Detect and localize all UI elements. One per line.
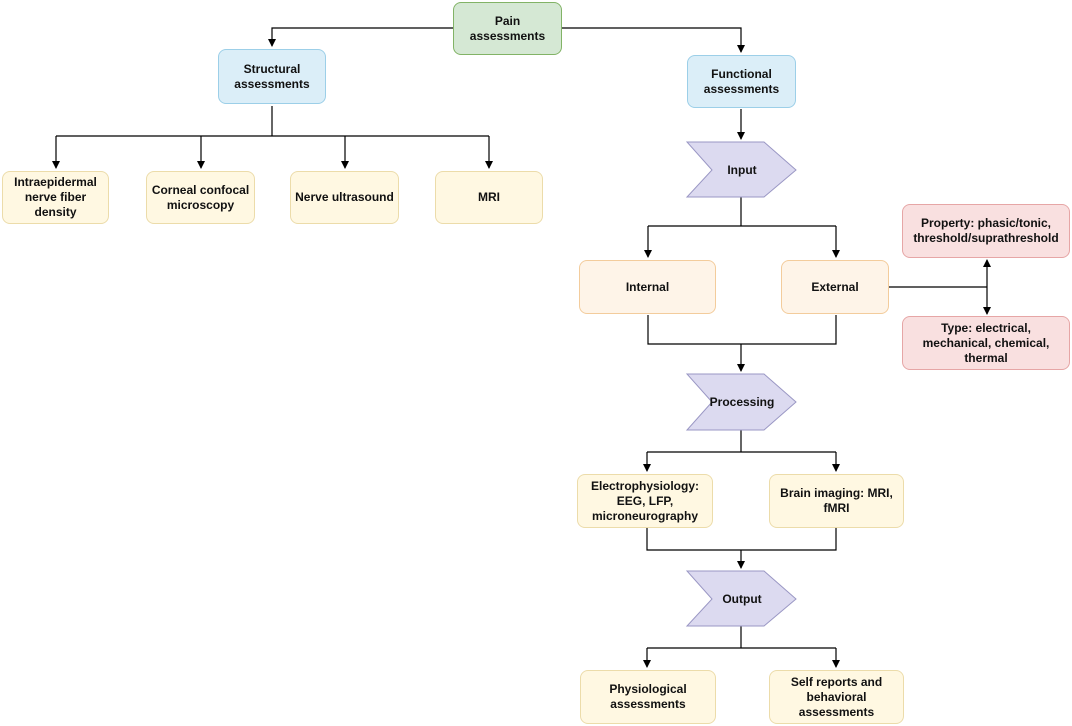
node-physiological-assessments: Physiological assessments bbox=[580, 670, 716, 724]
edge-processing-bus bbox=[647, 430, 836, 453]
step-input: Input bbox=[727, 162, 757, 177]
node-corneal-confocal-microscopy: Corneal confocal microscopy bbox=[146, 171, 255, 224]
edge-pain-functional bbox=[562, 27, 745, 53]
edge-structural-bus bbox=[56, 106, 489, 137]
step-shape-output bbox=[685, 570, 797, 627]
step-shape-input bbox=[685, 141, 797, 198]
node-intraepidermal-nerve-fiber-density: Intraepidermal nerve fiber density bbox=[2, 171, 109, 224]
edge-pain-structural bbox=[268, 27, 453, 47]
edge-input-bus bbox=[648, 197, 836, 227]
node-functional-assessments: Functional assessments bbox=[687, 55, 796, 108]
step-output: Output bbox=[722, 591, 762, 606]
node-mri: MRI bbox=[435, 171, 543, 224]
node-type: Type: electrical, mechanical, chemical, … bbox=[902, 316, 1070, 370]
node-property: Property: phasic/tonic, threshold/suprat… bbox=[902, 204, 1070, 258]
node-self-reports: Self reports and behavioral assessments bbox=[769, 670, 904, 724]
node-electrophysiology: Electrophysiology: EEG, LFP, microneurog… bbox=[577, 474, 713, 528]
node-nerve-ultrasound: Nerve ultrasound bbox=[290, 171, 399, 224]
edge-processing-merge bbox=[646, 528, 837, 568]
step-processing: Processing bbox=[709, 395, 775, 409]
step-shape-processing bbox=[685, 373, 797, 431]
node-structural-assessments: Structural assessments bbox=[218, 49, 326, 104]
node-pain-assessments: Pain assessments bbox=[453, 2, 562, 55]
edge-output-bus bbox=[647, 626, 836, 649]
node-internal: Internal bbox=[579, 260, 716, 314]
connectors bbox=[52, 27, 991, 668]
node-external: External bbox=[781, 260, 889, 314]
edge-input-merge bbox=[647, 315, 837, 371]
node-brain-imaging: Brain imaging: MRI, fMRI bbox=[769, 474, 904, 528]
